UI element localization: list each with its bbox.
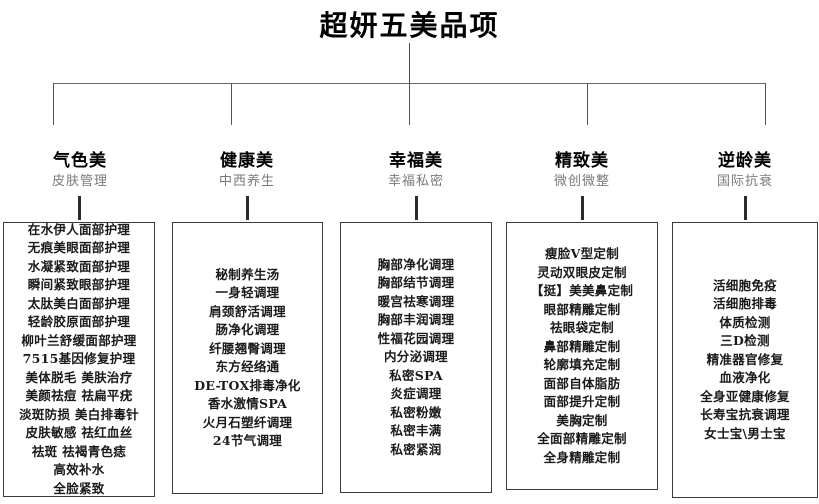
column-stem-1 (78, 196, 81, 220)
column-subtitle-4: 微创微整 (553, 174, 610, 189)
list-item: 全脸紧致 (53, 480, 105, 496)
column-stem-4 (581, 196, 584, 220)
column-header-4[interactable]: 精致美 微创微整 (502, 150, 662, 191)
list-item: 暖宫祛寒调理 (377, 293, 455, 309)
list-item: 美颜祛痘 祛扁平疣 (25, 388, 133, 404)
list-item: 活细胞免疫 (712, 277, 777, 293)
list-item: 面部自体脂肪 (543, 375, 621, 391)
list-item: 胸部结节调理 (377, 275, 455, 291)
list-item: 香水激情SPA (207, 396, 288, 411)
list-item: 淡斑防损 美白排毒针 (19, 406, 139, 422)
column-subtitle-1: 皮肤管理 (51, 174, 108, 189)
list-item: 7515基因修复护理 (22, 351, 136, 367)
list-item: 太肽美白面部护理 (27, 295, 131, 311)
column-title-1: 气色美 (53, 151, 107, 171)
tree-drop-line-5 (765, 83, 766, 125)
list-item: 瘦脸V型定制 (545, 246, 619, 261)
list-item: 轻龄胶原面部护理 (27, 314, 131, 330)
column-title-4: 精致美 (555, 151, 609, 171)
list-item: 长寿宝抗衰调理 (700, 407, 790, 423)
tree-drop-line-4 (587, 83, 588, 125)
list-item: 柳叶兰舒缓面部护理 (21, 332, 137, 348)
column-stem-3 (415, 196, 418, 220)
column-subtitle-3: 幸福私密 (387, 174, 444, 189)
list-item: 女士宝\男士宝 (704, 425, 786, 441)
tree-trunk-line (409, 43, 410, 83)
column-stem-2 (246, 196, 249, 220)
list-item: 无痕美眼面部护理 (27, 240, 131, 256)
list-item: 水凝紧致面部护理 (27, 258, 131, 274)
list-item: 在水伊人面部护理 (27, 221, 131, 237)
list-item: 眼部精雕定制 (543, 301, 621, 317)
list-item: 全面部精雕定制 (537, 431, 627, 446)
list-item: 血液净化 (719, 370, 771, 386)
list-item: 私密粉嫩 (390, 404, 442, 420)
page-title: 超妍五美品项 (319, 9, 500, 42)
column-subtitle-5: 国际抗衰 (716, 174, 773, 189)
list-item: 祛眼袋定制 (549, 320, 614, 335)
column-header-3[interactable]: 幸福美 幸福私密 (336, 150, 496, 191)
list-item: 肠净化调理 (215, 322, 280, 337)
column-box-1[interactable]: 在水伊人面部护理 无痕美眼面部护理 水凝紧致面部护理 瞬间紧致眼部护理 太肽美白… (3, 222, 155, 497)
column-box-2[interactable]: 秘制养生汤 一身轻调理 肩颈舒活调理 肠净化调理 纤腰翘臀调理 东方经络通 DE… (172, 222, 323, 494)
column-item-list-3: 胸部净化调理 胸部结节调理 暖宫祛寒调理 胸部丰润调理 性福花园调理 内分泌调理… (341, 223, 491, 492)
list-item: 内分泌调理 (383, 349, 448, 365)
column-header-5[interactable]: 逆龄美 国际抗衰 (665, 150, 819, 191)
list-item: 三D检测 (720, 333, 770, 349)
list-item: 全身精雕定制 (543, 449, 621, 465)
list-item: DE-TOX排毒净化 (194, 377, 301, 393)
list-item: 瞬间紧致眼部护理 (27, 277, 131, 293)
column-title-3: 幸福美 (389, 151, 443, 171)
list-item: 全身亚健康修复 (700, 388, 790, 404)
column-header-1[interactable]: 气色美 皮肤管理 (0, 150, 160, 191)
column-subtitle-2: 中西养生 (218, 174, 275, 189)
list-item: 鼻部精雕定制 (543, 338, 621, 354)
column-item-list-1: 在水伊人面部护理 无痕美眼面部护理 水凝紧致面部护理 瞬间紧致眼部护理 太肽美白… (4, 221, 154, 496)
list-item: 【挺】美美鼻定制 (530, 283, 634, 298)
column-box-3[interactable]: 胸部净化调理 胸部结节调理 暖宫祛寒调理 胸部丰润调理 性福花园调理 内分泌调理… (340, 222, 492, 493)
list-item: 祛斑 祛褐青色痣 (31, 443, 127, 459)
list-item: 私密紧润 (390, 441, 442, 457)
column-item-list-4: 瘦脸V型定制 灵动双眼皮定制 【挺】美美鼻定制 眼部精雕定制 祛眼袋定制 鼻部精… (507, 223, 657, 489)
list-item: 美体脱毛 美肤治疗 (25, 369, 133, 385)
list-item: 私密丰满 (390, 423, 442, 439)
list-item: 胸部净化调理 (377, 256, 455, 272)
list-item: 美胸定制 (556, 412, 608, 428)
tree-drop-line-1 (53, 83, 54, 125)
column-item-list-2: 秘制养生汤 一身轻调理 肩颈舒活调理 肠净化调理 纤腰翘臀调理 东方经络通 DE… (173, 223, 322, 493)
column-title-2: 健康美 (220, 151, 274, 171)
column-title-5: 逆龄美 (718, 151, 772, 171)
tree-drop-line-3 (409, 83, 410, 125)
column-box-5[interactable]: 活细胞免疫 活细胞排毒 体质检测 三D检测 精准器官修复 血液净化 全身亚健康修… (672, 222, 818, 498)
column-item-list-5: 活细胞免疫 活细胞排毒 体质检测 三D检测 精准器官修复 血液净化 全身亚健康修… (673, 223, 817, 497)
list-item: 纤腰翘臀调理 (209, 340, 286, 356)
list-item: 轮廓填充定制 (543, 357, 621, 372)
list-item: 灵动双眼皮定制 (537, 264, 627, 280)
column-box-4[interactable]: 瘦脸V型定制 灵动双眼皮定制 【挺】美美鼻定制 眼部精雕定制 祛眼袋定制 鼻部精… (506, 222, 658, 490)
list-item: 肩颈舒活调理 (209, 303, 286, 319)
list-item: 体质检测 (719, 314, 771, 330)
list-item: 炎症调理 (390, 386, 442, 402)
list-item: 火月石塑纤调理 (202, 414, 293, 430)
list-item: 24节气调理 (212, 433, 283, 448)
column-header-2[interactable]: 健康美 中西养生 (167, 150, 327, 191)
list-item: 性福花园调理 (377, 330, 455, 346)
list-item: 皮肤敏感 祛红血丝 (25, 425, 133, 441)
list-item: 东方经络通 (215, 359, 280, 374)
tree-drop-line-2 (231, 83, 232, 125)
list-item: 胸部丰润调理 (377, 312, 455, 328)
list-item: 精准器官修复 (706, 351, 784, 367)
list-item: 高效补水 (53, 462, 105, 478)
list-item: 一身轻调理 (215, 285, 280, 300)
list-item: 秘制养生汤 (215, 266, 280, 282)
list-item: 面部提升定制 (543, 394, 621, 409)
list-item: 私密SPA (389, 367, 443, 383)
list-item: 活细胞排毒 (712, 296, 777, 312)
column-stem-5 (744, 196, 747, 220)
